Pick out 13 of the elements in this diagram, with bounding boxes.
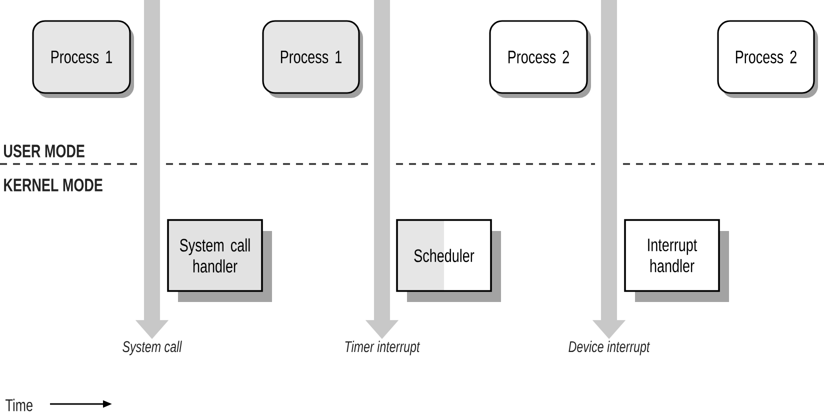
- mode-label: KERNEL MODE: [4, 178, 102, 192]
- event-label: Device interrupt: [568, 340, 650, 356]
- process-box: Process 1: [32, 20, 134, 98]
- handler-box: System call handler: [167, 219, 272, 302]
- handler-box: Scheduler: [396, 219, 501, 302]
- process-box: Process 1: [262, 20, 363, 98]
- mode-label: USER MODE: [4, 144, 84, 158]
- handler-box: Interrupt handler: [624, 219, 729, 302]
- time-label: Time: [6, 398, 32, 412]
- process-box: Process 2: [489, 20, 591, 98]
- event-label: Timer interrupt: [345, 340, 420, 356]
- event-label: System call: [122, 340, 182, 356]
- process-box: Process 2: [717, 20, 818, 98]
